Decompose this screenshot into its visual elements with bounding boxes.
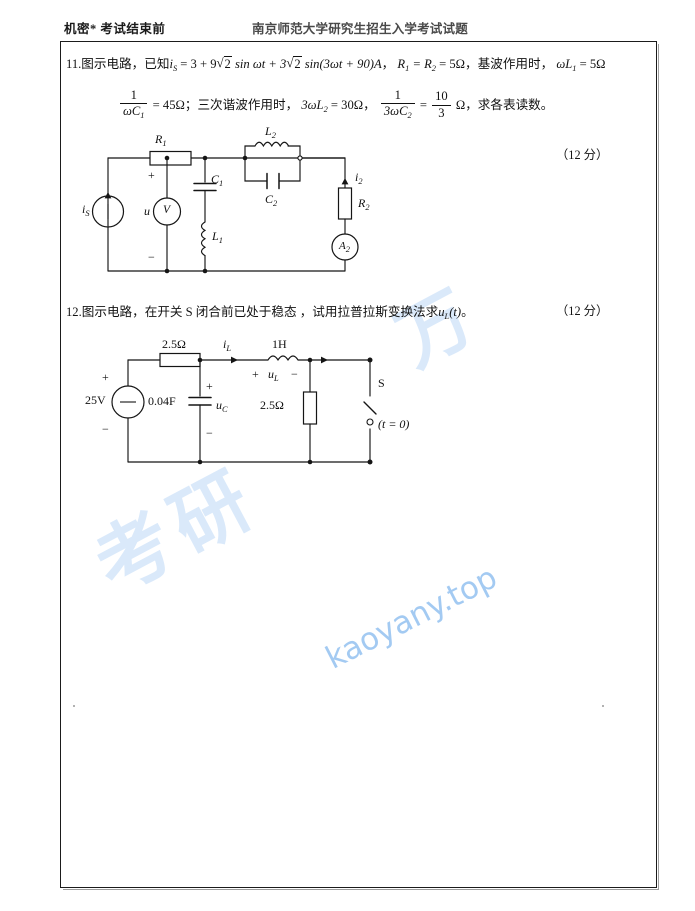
ammeter-icon: A2 xyxy=(339,240,350,254)
question-11-r-mid: = R xyxy=(412,57,432,71)
question-11-r-symbol: R xyxy=(397,57,406,71)
scan-artifact-dot-left xyxy=(73,705,75,707)
question-11-sin2: sin(3ωt + 90)A xyxy=(304,57,382,71)
label-source-plus: + xyxy=(102,370,109,384)
fraction-denominator: ωC1 xyxy=(120,104,147,121)
question-11-stem-line2: 1 ωC1 = 45Ω；三次谐波作用时， 3ωL2 = 30Ω， 1 3ωC2 … xyxy=(118,88,554,122)
question-11-3wl2-value: = 30Ω xyxy=(330,97,364,112)
question-11-r1-subscript: 1 xyxy=(405,64,410,73)
question-11-sep1: ， xyxy=(381,57,395,71)
current-direction-arrow-il xyxy=(231,356,328,364)
question-12-ul-argument: (t) xyxy=(449,305,462,319)
question-11-eq-45ohm: = 45Ω xyxy=(152,97,185,112)
label-switch-time: (t = 0) xyxy=(378,417,410,431)
header-confidential-label: 机密* 考试结束前 xyxy=(64,22,166,36)
question-11-3wl2-subscript: 2 xyxy=(323,104,328,114)
question-11-stem-prefix: 图示电路，已知 xyxy=(81,57,170,71)
label-uc-minus: − xyxy=(206,426,213,440)
question-11-sqrt2-a: 2 xyxy=(223,56,232,71)
question-12-stem: 12.图示电路，在开关 S 闭合前已处于稳态 ，试用拉普拉斯变换法求uL(t)。 xyxy=(66,301,474,321)
label-resistor-top: 2.5Ω xyxy=(162,337,186,351)
label-c1: C1 xyxy=(211,172,224,188)
question-12-text-a: 图示电路，在开关 S 闭合前已处于稳态 ，试用拉普拉斯变换法求 xyxy=(81,305,439,319)
question-11-r-value: = 5Ω xyxy=(439,57,466,71)
fraction-numerator: 10 xyxy=(432,90,451,106)
label-r2: R2 xyxy=(358,196,370,212)
header-university-title: 南京师范大学研究生招生入学考试试题 xyxy=(252,22,468,36)
label-ul-minus: − xyxy=(291,367,298,381)
fraction-denominator: 3ωC2 xyxy=(381,104,415,121)
label-r1: R1 xyxy=(155,132,167,148)
circuit-12-nodes xyxy=(197,357,373,465)
frac2-den-symbol: 3ωC xyxy=(383,104,408,119)
sqrt-icon-a: 2 xyxy=(217,55,232,72)
label-l1: L1 xyxy=(212,229,223,245)
question-12-ul-symbol: u xyxy=(438,305,445,319)
page-header: 机密* 考试结束前 南京师范大学研究生招生入学考试试题 xyxy=(0,18,695,38)
label-uc-plus: + xyxy=(206,379,213,393)
question-12-number: 12. xyxy=(66,305,82,319)
question-11-wl-value: = 5Ω xyxy=(579,57,606,71)
circuit-12-svg xyxy=(111,352,377,465)
fraction-1-over-3wc2: 1 3ωC2 xyxy=(380,88,415,121)
label-l2: L2 xyxy=(265,124,276,140)
label-u: u xyxy=(144,204,150,218)
question-11-3wl2-symbol: 3ωL xyxy=(301,97,324,112)
question-11-sqrt2-b: 2 xyxy=(293,56,302,71)
question-11-is-symbol: i xyxy=(169,57,173,71)
label-resistor-mid: 2.5Ω xyxy=(260,398,284,412)
current-direction-arrows xyxy=(104,178,349,199)
fraction-numerator: 1 xyxy=(120,88,148,105)
frac1-den-subscript: 1 xyxy=(140,111,145,121)
question-11-ohm-unit: Ω xyxy=(455,97,466,112)
scan-artifact-dot-right xyxy=(602,705,604,707)
question-12-text-b: 。 xyxy=(461,305,474,319)
label-c2: C2 xyxy=(265,192,278,208)
question-11-sin1: sin ωt + 3 xyxy=(234,57,287,71)
circuit-11-svg xyxy=(91,141,359,274)
question-12-ul-subscript: L xyxy=(444,312,450,321)
label-source-25v: 25V xyxy=(85,393,106,407)
fraction-10-over-3: 10 3 xyxy=(432,90,451,119)
circuit-11-nodes xyxy=(164,155,303,274)
question-11-marks: （12 分） xyxy=(556,148,609,162)
label-i2: i2 xyxy=(355,170,363,186)
question-12-circuit-diagram: + − 25V 2.5Ω 0.04F + − uC iL 1H + uL − 2… xyxy=(60,334,460,479)
voltmeter-icon: V xyxy=(163,204,171,216)
label-minus-u: − xyxy=(148,250,155,264)
page-border-frame xyxy=(60,41,659,890)
label-il: iL xyxy=(223,337,232,353)
question-11-sep2: ，基波作用时， xyxy=(465,57,554,71)
question-11-eq1-rhs: = 3 + 9 xyxy=(180,57,217,71)
label-ul: uL xyxy=(268,367,279,383)
label-uc: uC xyxy=(216,398,228,414)
fraction-numerator: 1 xyxy=(380,88,415,105)
question-11-is-subscript: S xyxy=(172,64,178,73)
label-plus-u: + xyxy=(148,168,155,182)
fraction-1-over-wc1: 1 ωC1 xyxy=(120,88,148,121)
question-11-number: 11. xyxy=(66,57,82,71)
question-11-wl-symbol: ωL xyxy=(556,57,573,71)
frac2-den-subscript: 2 xyxy=(407,111,412,121)
frac1-den-symbol: ωC xyxy=(123,104,141,119)
question-11-sep3: ， xyxy=(363,97,376,112)
label-source-minus: − xyxy=(102,422,109,436)
question-11-equals: = xyxy=(419,97,427,112)
question-11-circuit-diagram: R1 iS + − u V C1 L1 L2 C2 i2 R2 A2 xyxy=(60,124,460,286)
question-11-stem-line1: 11.图示电路，已知iS = 3 + 92 sin ωt + 32 sin(3ω… xyxy=(66,53,606,73)
question-11-wl-subscript: 1 xyxy=(572,64,577,73)
label-capacitor: 0.04F xyxy=(148,394,176,408)
label-ul-plus: + xyxy=(252,367,259,381)
label-inductor-1h: 1H xyxy=(272,337,287,351)
question-11-r2-subscript: 2 xyxy=(431,64,436,73)
label-current-source: iS xyxy=(82,202,90,218)
question-11-tail-text: ，求各表读数。 xyxy=(465,97,554,112)
fraction-denominator: 3 xyxy=(438,105,445,120)
label-switch-s: S xyxy=(378,376,385,390)
question-12-marks: （12 分） xyxy=(556,304,609,318)
sqrt-icon-b: 2 xyxy=(286,55,302,72)
question-11-third-harmonic-text: ；三次谐波作用时， xyxy=(184,97,299,112)
